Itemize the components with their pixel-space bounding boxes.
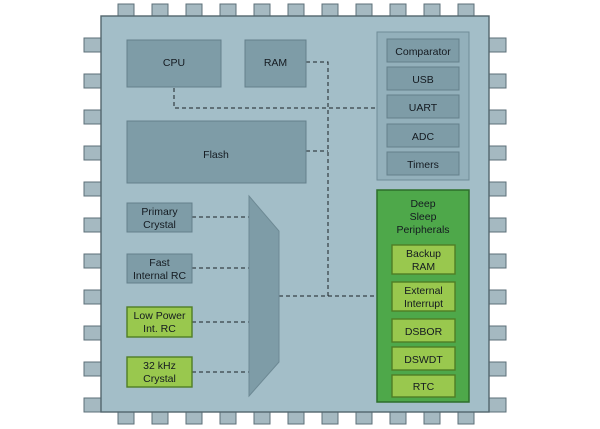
deep-sleep-title-line1: Deep: [410, 198, 435, 210]
pin-left: [83, 325, 103, 341]
peripheral-comparator: Comparator: [395, 46, 451, 58]
clock-32k-line1: 32 kHz: [143, 360, 176, 372]
clock-low-power-rc: Low Power Int. RC: [126, 306, 193, 338]
pin-right: [487, 145, 507, 161]
rtc-label: RTC: [413, 381, 435, 393]
deep-sleep-title-line3: Peripherals: [396, 224, 449, 236]
pin-left: [83, 217, 103, 233]
dswdt-label: DSWDT: [404, 354, 443, 366]
pin-left: [83, 145, 103, 161]
backup-ram-line2: RAM: [412, 261, 435, 273]
pin-right: [487, 397, 507, 413]
peripheral-uart: UART: [409, 102, 438, 114]
pin-left: [83, 181, 103, 197]
clock-lprc-line1: Low Power: [134, 310, 186, 322]
ram-block: RAM: [244, 39, 307, 88]
cpu-label: CPU: [163, 57, 185, 69]
pin-left: [83, 109, 103, 125]
deep-sleep-peripherals: Deep Sleep Peripherals Backup RAM Extern…: [376, 189, 470, 403]
bus-connections: [173, 61, 377, 373]
clock-fast-internal-rc: Fast Internal RC: [126, 253, 193, 284]
ram-label: RAM: [264, 57, 287, 69]
peripheral-group: Comparator USB UART ADC Timers: [376, 31, 470, 181]
chip-pins: [83, 3, 507, 425]
pin-left: [83, 37, 103, 53]
clock-primary-crystal: Primary Crystal: [126, 202, 193, 233]
peripheral-timers: Timers: [407, 159, 439, 171]
pin-right: [487, 181, 507, 197]
pin-left: [83, 289, 103, 305]
pin-left: [83, 397, 103, 413]
pin-right: [487, 73, 507, 89]
flash-block: Flash: [126, 120, 307, 184]
peripheral-usb: USB: [412, 74, 434, 86]
pin-left: [83, 73, 103, 89]
clock-lprc-line2: Int. RC: [143, 323, 176, 335]
peripheral-adc: ADC: [412, 131, 435, 143]
pin-right: [487, 361, 507, 377]
dsbor-label: DSBOR: [405, 326, 443, 338]
clock-multiplexer: [248, 194, 280, 398]
backup-ram-line1: Backup: [406, 248, 441, 260]
pin-right: [487, 217, 507, 233]
clock-fast-line1: Fast: [149, 257, 170, 269]
clock-32k-line2: Crystal: [143, 373, 176, 385]
pin-right: [487, 253, 507, 269]
clock-primary-line1: Primary: [141, 206, 178, 218]
deep-sleep-title-line2: Sleep: [410, 211, 437, 223]
clock-32khz-crystal: 32 kHz Crystal: [126, 356, 193, 388]
pin-right: [487, 37, 507, 53]
cpu-block: CPU: [126, 39, 222, 88]
pin-right: [487, 325, 507, 341]
pin-left: [83, 361, 103, 377]
external-interrupt-line1: External: [404, 285, 443, 297]
clock-primary-line2: Crystal: [143, 219, 176, 231]
pin-left: [83, 253, 103, 269]
flash-label: Flash: [203, 149, 229, 161]
external-interrupt-line2: Interrupt: [404, 298, 443, 310]
pin-right: [487, 109, 507, 125]
pin-right: [487, 289, 507, 305]
clock-fast-line2: Internal RC: [133, 270, 187, 282]
